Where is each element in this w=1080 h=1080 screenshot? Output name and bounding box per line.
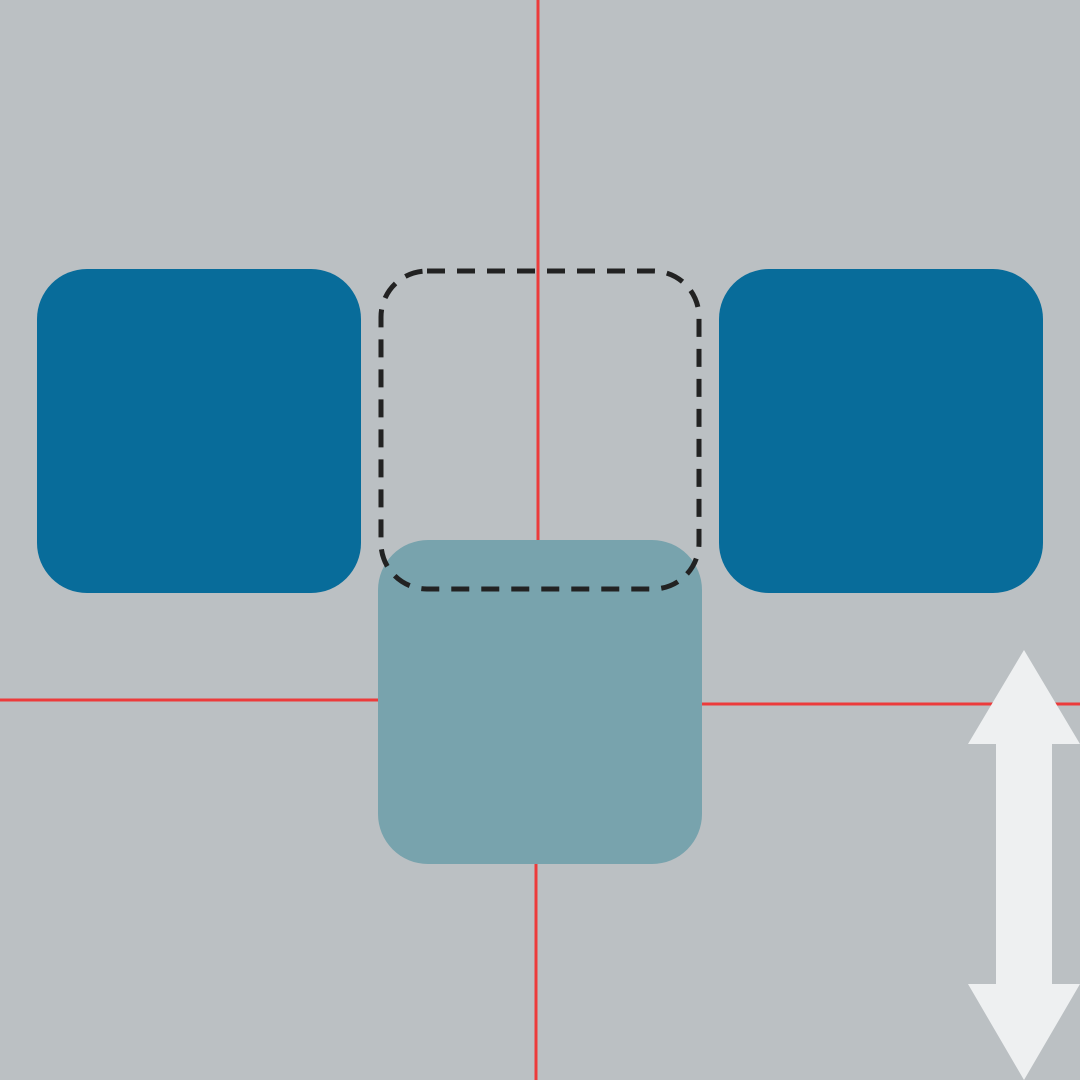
tile-left[interactable] — [37, 269, 361, 593]
drop-target-placeholder — [378, 268, 702, 592]
tile-right[interactable] — [719, 269, 1043, 593]
dragged-tile[interactable] — [378, 540, 702, 864]
vertical-double-arrow-icon — [968, 650, 1080, 1080]
